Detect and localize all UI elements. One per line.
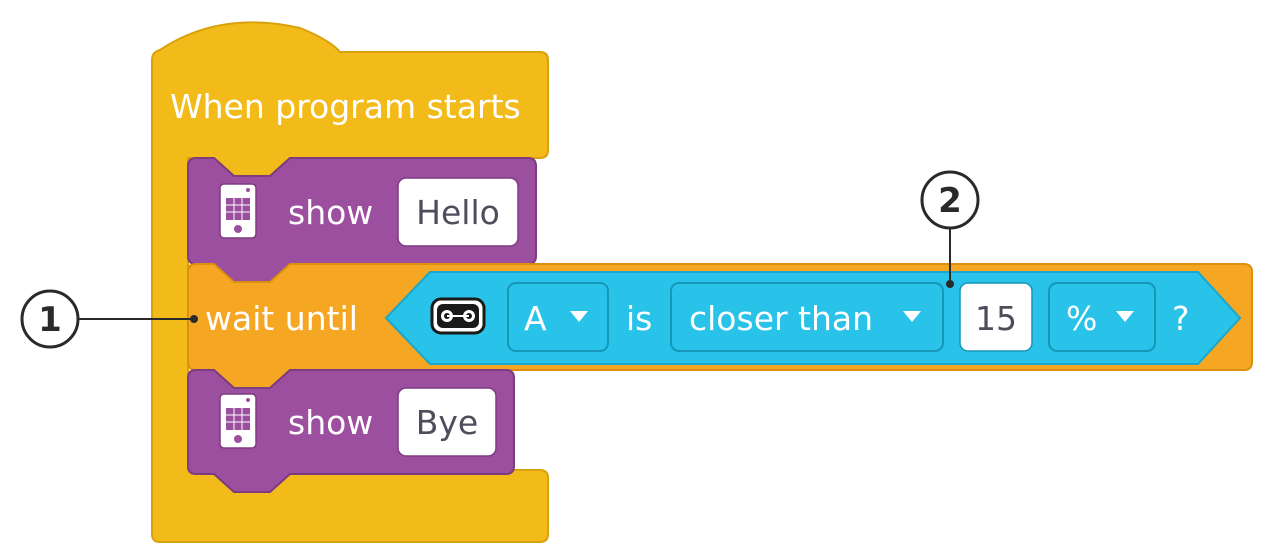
distance-condition-block[interactable]: A is closer than 15 % ? (384, 271, 1242, 365)
hat-block-label: When program starts (170, 87, 521, 126)
callout-2-dot (946, 280, 954, 288)
unit-value: % (1066, 299, 1097, 338)
distance-value: 15 (975, 299, 1017, 338)
chevron-down-icon (1116, 311, 1134, 322)
show-1-value: Hello (416, 193, 500, 232)
port-value: A (524, 299, 547, 338)
comparison-value: closer than (689, 299, 873, 338)
show-1-value-field[interactable] (397, 177, 519, 247)
question-mark: ? (1172, 299, 1190, 338)
show-2-value-field[interactable] (397, 387, 497, 457)
show-bye-block[interactable]: show Bye (187, 369, 515, 493)
light-matrix-icon (219, 393, 257, 449)
is-label: is (626, 299, 652, 338)
port-dropdown[interactable]: A (507, 282, 609, 352)
chevron-down-icon (903, 311, 921, 322)
callout-1: 1 (20, 289, 198, 349)
show-2-value: Bye (416, 403, 478, 442)
comparison-dropdown[interactable]: closer than (670, 282, 944, 352)
callout-2: 2 (920, 170, 980, 288)
callout-1-dot (190, 315, 198, 323)
show-2-label: show (288, 403, 373, 442)
chevron-down-icon (570, 311, 588, 322)
wait-until-label: wait until (205, 299, 358, 338)
callout-1-number: 1 (38, 300, 62, 340)
callout-1-circle (20, 289, 80, 349)
when-program-starts-block[interactable]: When program starts (151, 21, 549, 543)
distance-value-input[interactable]: 15 (959, 282, 1033, 352)
show-hello-block[interactable]: show Hello (187, 157, 537, 283)
callout-2-number: 2 (938, 181, 962, 221)
light-matrix-icon (219, 183, 257, 239)
show-1-label: show (288, 193, 373, 232)
callout-2-circle (920, 170, 980, 230)
unit-dropdown[interactable]: % (1048, 282, 1156, 352)
distance-sensor-icon (430, 297, 486, 335)
